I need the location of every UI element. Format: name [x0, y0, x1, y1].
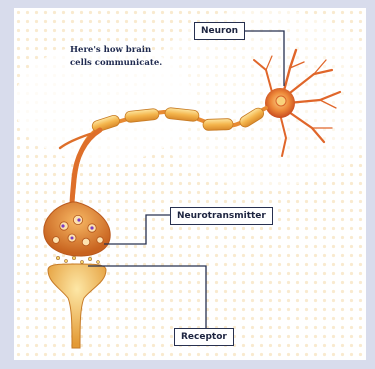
neurotransmitter-label: Neurotransmitter	[170, 207, 273, 225]
intro-text: Here's how brain cells communicate.	[70, 44, 190, 70]
diagram-card: Here's how brain cells communicate. Neur…	[14, 8, 366, 360]
neuron-label: Neuron	[194, 22, 245, 40]
intro-line-1: Here's how brain	[70, 44, 190, 57]
neuron-illustration	[14, 8, 366, 360]
intro-line-2: cells communicate.	[70, 57, 190, 70]
receptor-label: Receptor	[174, 328, 234, 346]
neuron-nucleus	[276, 96, 286, 106]
